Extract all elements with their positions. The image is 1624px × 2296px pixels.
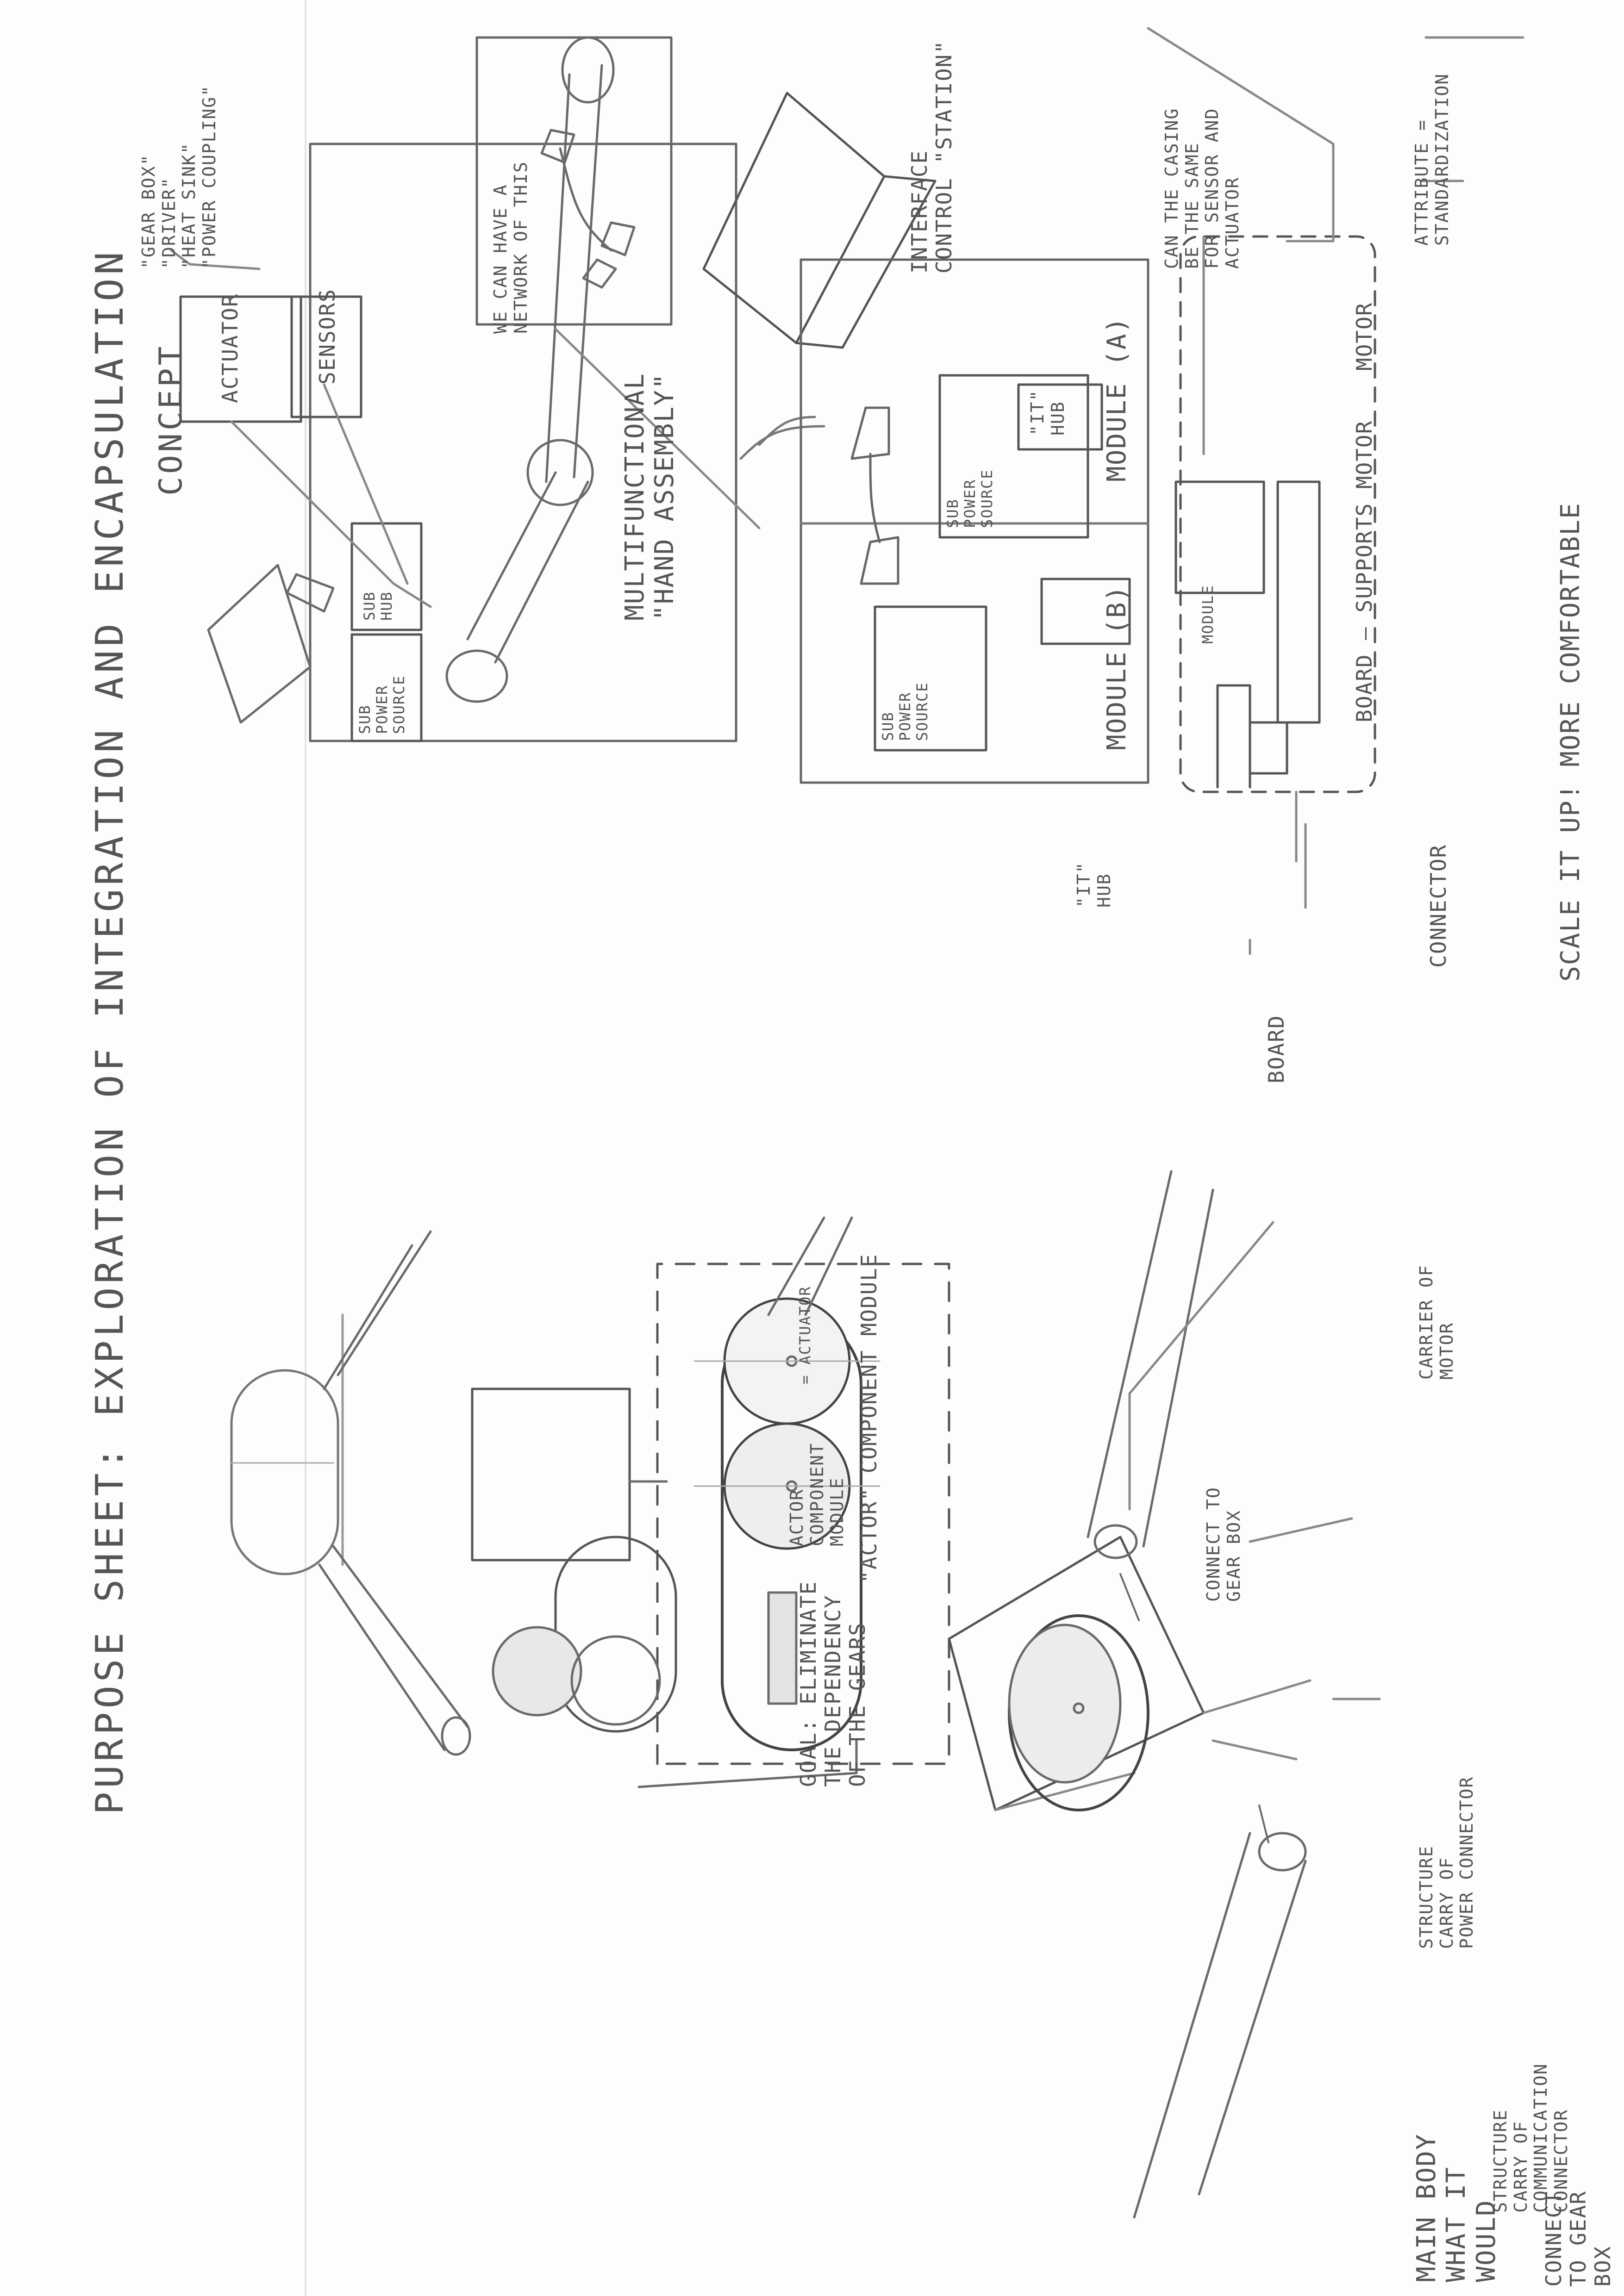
sub-hub-1: SUB HUB xyxy=(361,591,395,621)
scale-note: SCALE IT UP! MORE COMFORTABLE xyxy=(1555,502,1586,982)
goal-note: GOAL: ELIMINATE THE DEPENDENCY OF THE GE… xyxy=(796,1581,870,1787)
connector-label: CONNECTOR xyxy=(1426,844,1451,968)
casing-note: CAN THE CASING BE THE SAME FOR SENSOR AN… xyxy=(1162,108,1243,269)
module-b-label: MODULE (B) xyxy=(1102,585,1132,750)
sheet-title-cont: CONCEPT xyxy=(153,343,189,496)
actuator-label: ACTUATOR xyxy=(218,293,243,403)
board-support-label: BOARD — SUPPORTS MOTOR xyxy=(1352,420,1377,722)
actor-component-box xyxy=(472,1389,630,1560)
actor-suffix: = ACTUATOR xyxy=(796,1286,814,1384)
carrier-motor-note: CARRIER OF MOTOR xyxy=(1417,1264,1457,1380)
board-label: BOARD xyxy=(1264,1015,1289,1083)
actor-component-label: "ACTOR" COMPONENT MODULE xyxy=(856,1253,881,1583)
sketch-elongated-module xyxy=(231,1232,470,1755)
sub-power-source-b: SUB POWER SOURCE xyxy=(880,682,931,741)
structure-power-note: STRUCTURE CARRY OF POWER CONNECTOR xyxy=(1417,1776,1477,1949)
connect-gear-box-right: CONNECT TO GEAR BOX xyxy=(1204,1487,1244,1602)
sketch-actor-component-module xyxy=(949,1171,1380,2217)
module-a-label: MODULE (A) xyxy=(1102,317,1132,482)
sheet-title: PURPOSE SHEET: EXPLORATION OF INTEGRATIO… xyxy=(88,248,132,1815)
module-inner-label: MODULE xyxy=(1199,585,1217,644)
sub-power-source-1: SUB POWER SOURCE xyxy=(356,675,407,734)
structure-comm-note: STRUCTURE CARRY OF COMMUNICATION CONNECT… xyxy=(1491,2063,1572,2213)
interface-station-box xyxy=(704,93,884,343)
network-note: WE CAN HAVE A NETWORK OF THIS xyxy=(491,161,531,334)
sub-power-source-a: SUB POWER SOURCE xyxy=(944,469,995,528)
motor-label: MOTOR xyxy=(1352,302,1377,371)
gear-box-note: "GEAR BOX" "DRIVER" "HEAT SINK" "POWER C… xyxy=(139,85,220,269)
it-hub-a: "IT" HUB xyxy=(1028,389,1068,436)
sensors-label: SENSORS xyxy=(315,288,340,385)
main-body-note: MAIN BODY WHAT IT WOULD xyxy=(1412,2134,1501,2282)
actor-box-label: ACTOR COMPONENT MODULE xyxy=(787,1443,848,1546)
it-hub-b: "IT" HUB xyxy=(1074,861,1114,908)
multifunctional-label: MULTIFUNCTIONAL "HAND ASSEMBLY" xyxy=(620,373,680,621)
interface-station-label: INTERFACE CONTROL "STATION" xyxy=(907,40,956,274)
attributes-note: ATTRIBUTE = STANDARDIZATION xyxy=(1412,73,1452,246)
